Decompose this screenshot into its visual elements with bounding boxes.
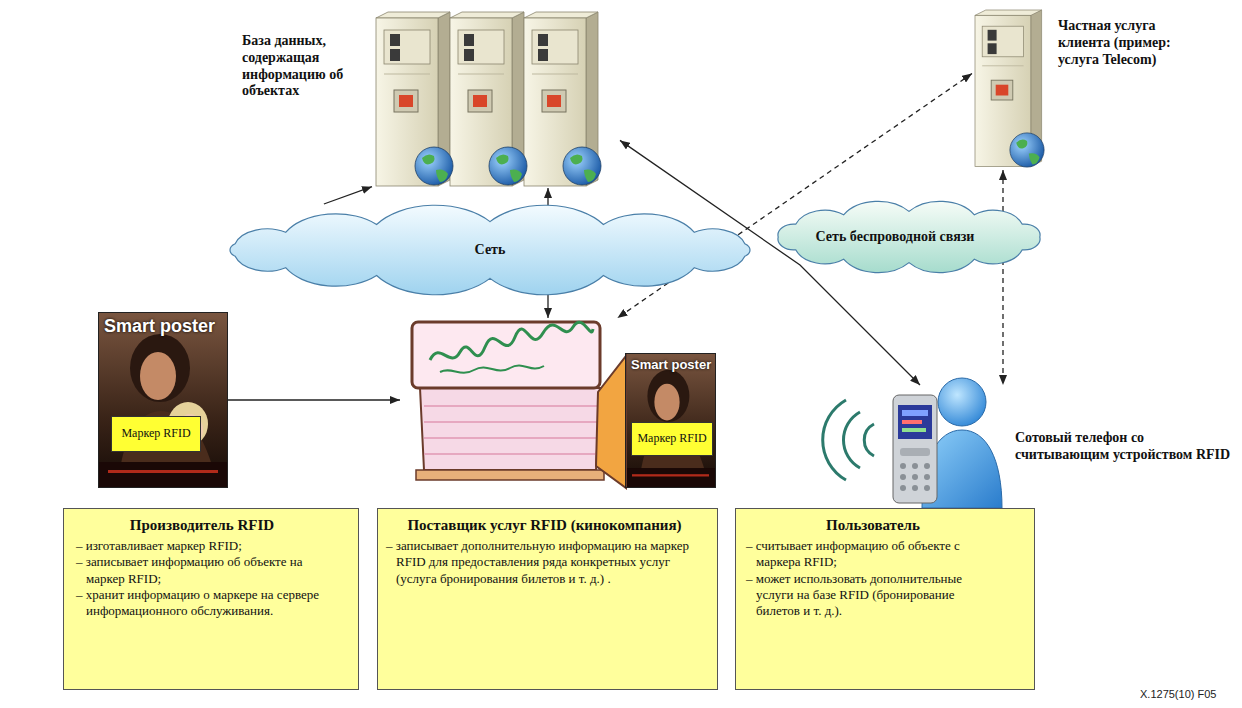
network-cloud: Сеть — [228, 204, 752, 296]
poster-title: Smart poster — [626, 354, 715, 375]
phone-user-figure — [938, 378, 986, 426]
box-bullet: – хранит информацию о маркере на сервере… — [76, 587, 328, 620]
cinema-stand — [430, 322, 593, 360]
box-bullet: – записывает дополнительную информацию н… — [386, 538, 703, 587]
poster-artwork — [98, 312, 228, 488]
cinema-stand — [424, 405, 598, 407]
phone-user-figure — [898, 405, 932, 439]
node-caption: Сотовый телефон со считывающим устройств… — [1015, 430, 1237, 464]
box-heading: Пользователь — [746, 517, 1000, 534]
phone-user-figure — [823, 378, 1002, 508]
rfid-tag: Маркер RFID — [111, 416, 201, 452]
node-caption: Частная услуга клиента (пример: услуга T… — [1058, 18, 1182, 68]
phone-user-figure — [900, 474, 906, 480]
private-service-server: Частная услуга клиента (пример: услуга T… — [972, 8, 1050, 170]
phone-user-figure — [902, 410, 928, 416]
connector-arrow — [324, 187, 372, 204]
poster-title: Smart poster — [99, 313, 227, 340]
wireless-cloud: Сеть беспроводной связи — [776, 200, 1042, 274]
cinema-stand — [440, 365, 544, 372]
private-service-server — [975, 10, 1044, 167]
phone-user-figure — [900, 463, 906, 469]
cinema-stand — [412, 322, 626, 488]
phone-user-figure — [902, 420, 922, 424]
private-service-server — [1010, 133, 1044, 167]
phone-user-figure — [912, 485, 918, 491]
rfid-tag: Маркер RFID — [631, 422, 713, 456]
database-servers — [415, 147, 453, 185]
smart-poster: Smart posterМаркер RFID — [98, 312, 228, 488]
connector-arrow — [228, 399, 400, 400]
role-box: Поставщик услуг RFID (кинокомпания) – зап… — [377, 508, 718, 690]
box-bullet: – записывает информацию об объекте на ма… — [76, 554, 328, 587]
cloud-outline — [230, 205, 750, 295]
figure-number: X.1275(10) F05 — [1140, 688, 1216, 700]
phone-user: Сотовый телефон со считывающим устройств… — [885, 385, 1010, 513]
phone-user-figure — [912, 463, 918, 469]
database-servers: База данных, содержащая информацию об об… — [372, 8, 620, 188]
role-box: Пользователь – считывает информацию об об… — [735, 508, 1035, 690]
tag-label: Маркер RFID — [121, 427, 190, 441]
box-heading: Производитель RFID — [76, 517, 328, 534]
cloud-outline — [778, 201, 1040, 272]
database-servers — [563, 147, 601, 185]
connector-group — [228, 74, 1003, 400]
cinema-stand — [596, 356, 626, 488]
phone-user-figure — [900, 448, 930, 456]
cinema-stand — [424, 453, 597, 455]
box-bullet: – может использовать дополнительные услу… — [746, 571, 1000, 620]
phone-user-figure — [843, 412, 860, 468]
role-box: Производитель RFID – изготавливает маркер… — [63, 508, 359, 690]
smart-poster: Smart posterМаркер RFID — [625, 353, 716, 488]
poster-artwork — [98, 312, 716, 488]
phone-user-figure — [912, 474, 918, 480]
phone-user-figure — [924, 474, 930, 480]
cinema-stand — [420, 388, 600, 470]
cinema-stand — [424, 421, 598, 423]
phone-user-figure — [893, 395, 937, 503]
cinema-stand — [412, 322, 600, 388]
box-heading: Поставщик услуг RFID (кинокомпания) — [386, 517, 703, 534]
cloud-label: Сеть беспроводной связи — [816, 229, 975, 245]
box-bullet: – считывает информацию об объекте с марк… — [746, 538, 1000, 571]
cinema-stand: Smart posterМаркер RFID — [400, 318, 717, 490]
database-servers — [489, 147, 527, 185]
box-bullet: – изготавливает маркер RFID; — [76, 538, 328, 554]
cinema-stand — [424, 437, 597, 439]
cinema-stand — [416, 470, 604, 480]
poster-artwork — [625, 353, 716, 488]
tag-label: Маркер RFID — [637, 432, 706, 446]
phone-user-figure — [902, 428, 926, 432]
cloud-label: Сеть — [475, 242, 506, 258]
database-servers — [376, 12, 601, 186]
phone-user-figure — [900, 485, 906, 491]
phone-user-figure — [864, 424, 874, 456]
node-caption: База данных, содержащая информацию об об… — [242, 33, 350, 100]
dashed-connector — [1002, 170, 1003, 385]
phone-user-figure — [924, 463, 930, 469]
phone-user-figure — [924, 485, 930, 491]
